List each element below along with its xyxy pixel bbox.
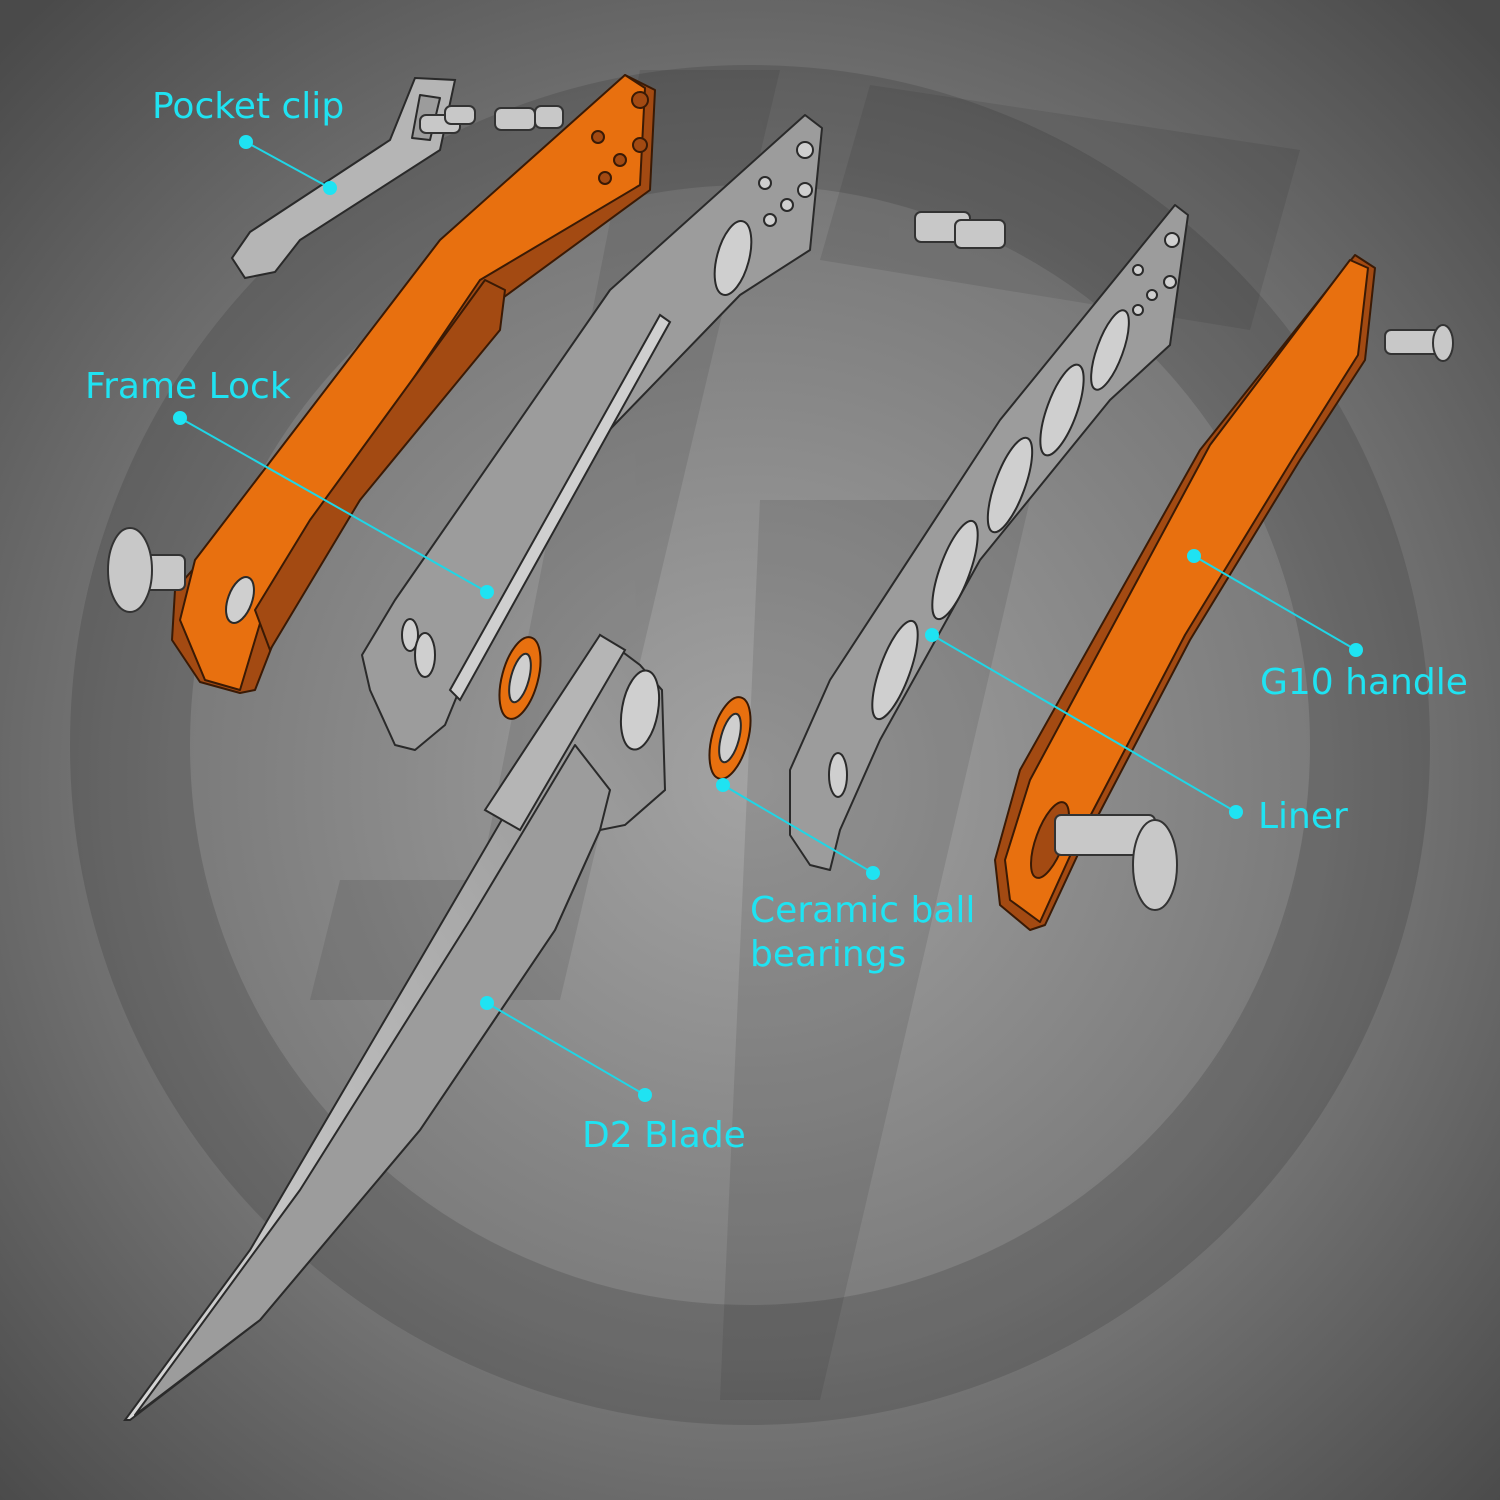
label-ceramic-bearings: Ceramic ball bearings: [716, 778, 975, 975]
liner-part: [789, 204, 1189, 871]
left-handle-part: [107, 74, 656, 694]
frame-lock-part: [361, 114, 823, 751]
right-handle-part: [994, 254, 1454, 931]
label-ceramic-text-2: bearings: [750, 934, 906, 975]
label-pocket-clip-text: Pocket clip: [152, 86, 344, 127]
label-g10-handle: G10 handle: [1187, 549, 1468, 703]
pocket-clip-part: [230, 76, 564, 280]
label-g10-handle-text: G10 handle: [1260, 662, 1468, 703]
watermark-logo: [70, 65, 1430, 1425]
label-liner-text: Liner: [1258, 796, 1348, 837]
label-ceramic-text-1: Ceramic ball: [750, 890, 975, 931]
label-frame-lock-text: Frame Lock: [85, 366, 291, 407]
label-d2-blade-text: D2 Blade: [582, 1115, 746, 1156]
label-liner: Liner: [925, 628, 1348, 837]
d2-blade-part: [123, 633, 667, 1421]
label-d2-blade: D2 Blade: [480, 996, 746, 1156]
ceramic-bearings-part: [498, 636, 752, 780]
label-pocket-clip: Pocket clip: [152, 86, 344, 195]
label-frame-lock: Frame Lock: [85, 366, 494, 599]
